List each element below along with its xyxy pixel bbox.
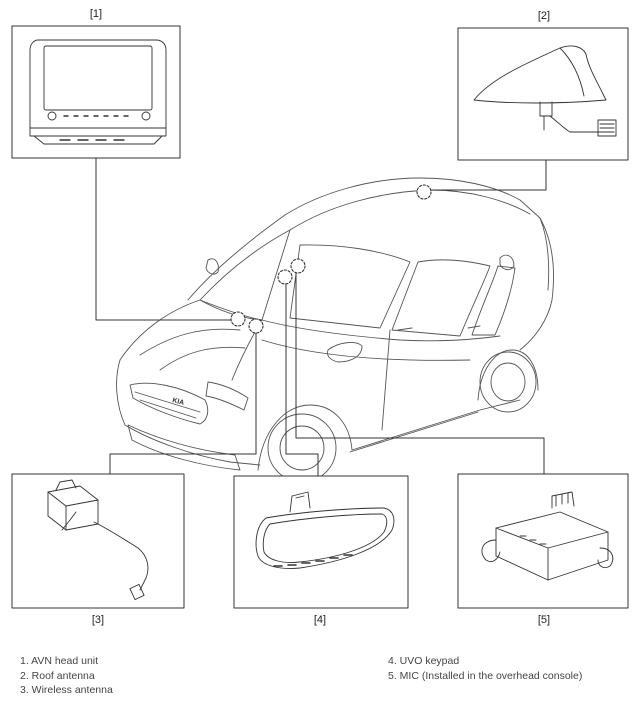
diagram-canvas: KIA xyxy=(11,25,629,609)
legend-right: 4. UVO keypad 5. MIC (Installed in the o… xyxy=(388,654,582,683)
wireless-antenna-panel xyxy=(11,473,185,609)
marker-wireless-antenna xyxy=(248,318,264,334)
avn-head-unit-illustration xyxy=(29,39,167,145)
leader-lines xyxy=(95,157,547,477)
uvo-keypad-illustration xyxy=(255,491,395,569)
marker-avn-head-unit xyxy=(230,311,246,327)
legend-item-1: 1. AVN head unit xyxy=(20,655,99,667)
mic-panel xyxy=(457,473,629,609)
callout-1: [1] xyxy=(89,8,103,20)
avn-head-unit-panel xyxy=(11,25,181,159)
roof-antenna-panel xyxy=(457,27,629,161)
mic-illustration xyxy=(481,491,614,581)
callout-2: [2] xyxy=(537,10,551,22)
vehicle-outline xyxy=(116,177,554,483)
callout-3: [3] xyxy=(91,614,105,626)
marker-roof-antenna xyxy=(416,184,432,200)
uvo-keypad-panel xyxy=(233,475,409,609)
callout-4: [4] xyxy=(313,614,327,626)
legend-item-4: 4. UVO keypad xyxy=(388,655,460,667)
marker-uvo-keypad xyxy=(277,269,293,285)
legend-left: 1. AVN head unit 2. Roof antenna 3. Wire… xyxy=(20,654,113,698)
component-location-diagram: KIA [1] [2] [3] [4] [5] xyxy=(11,8,629,626)
legend-item-2: 2. Roof antenna xyxy=(20,669,95,682)
legend-item-3: 3. Wireless antenna xyxy=(20,684,113,696)
roof-antenna-illustration xyxy=(473,45,617,137)
location-markers xyxy=(230,184,432,334)
wireless-antenna-illustration xyxy=(47,479,149,601)
grille-badge: KIA xyxy=(172,397,185,407)
marker-mic xyxy=(290,258,306,274)
callout-5: [5] xyxy=(537,614,551,626)
legend-item-5: 5. MIC (Installed in the overhead consol… xyxy=(388,669,583,682)
